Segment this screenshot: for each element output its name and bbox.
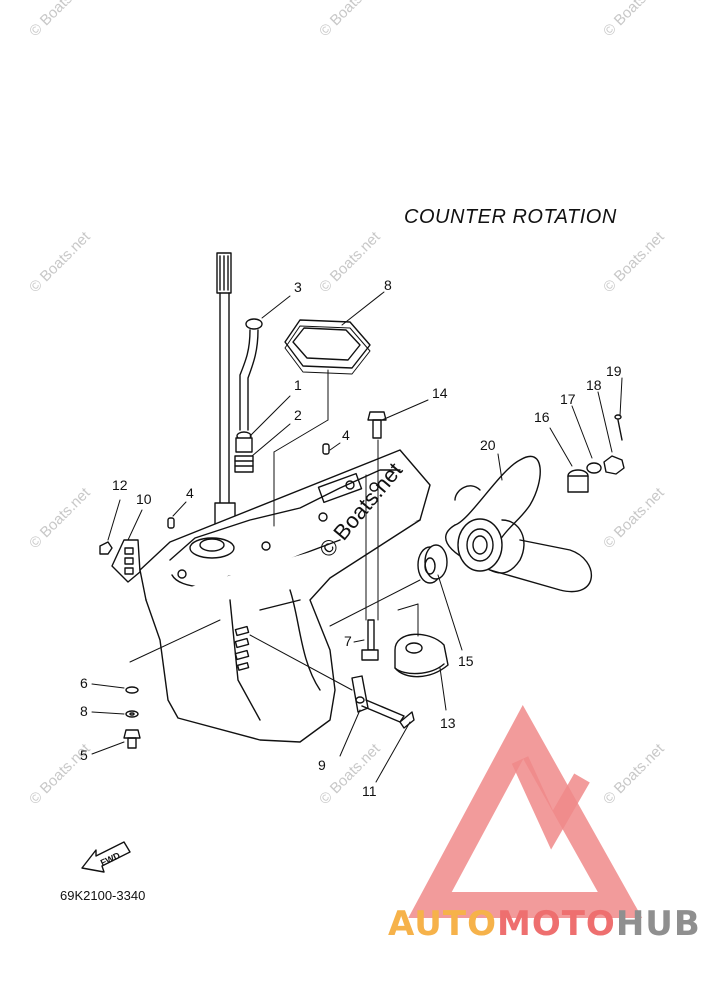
drive-shaft (214, 252, 236, 526)
callout-2: 2 (294, 407, 302, 423)
callout-16: 15 (458, 653, 474, 669)
anode-14 (394, 633, 449, 678)
callout-21: 20 (480, 437, 496, 453)
fwd-arrow-icon (81, 841, 131, 873)
water-tube (234, 318, 263, 473)
callout-14: 13 (440, 715, 456, 731)
callout-17: 16 (534, 409, 550, 425)
bolt-15 (367, 411, 387, 439)
anode-10 (351, 675, 415, 729)
part-code: 69K2100-3340 (60, 888, 146, 903)
callout-11: 10 (136, 491, 152, 507)
callout-3: 3 (294, 279, 302, 295)
housing-body (145, 519, 421, 743)
brand-part-1: AUTO (388, 904, 497, 944)
thrust-bush (417, 544, 448, 584)
brand-part-2: MOTO (496, 904, 616, 944)
callout-5: 5 (80, 747, 88, 763)
callout-18: 17 (560, 391, 576, 407)
callout-15: 14 (432, 385, 448, 401)
brand-wordmark: AUTOMOTOHUB (388, 904, 701, 944)
callout-4a: 4 (342, 427, 350, 443)
brand-part-3: HUB (615, 904, 701, 944)
diagram-title: COUNTER ROTATION (404, 206, 617, 228)
callout-20: 19 (606, 363, 622, 379)
callout-8: 7 (344, 633, 352, 649)
callout-9: 8 (384, 277, 392, 293)
gasket (284, 319, 371, 375)
callout-13: 12 (112, 477, 128, 493)
callout-7: 6 (80, 675, 88, 691)
callout-12: 11 (362, 783, 377, 799)
callout-19: 18 (586, 377, 602, 393)
propeller (445, 455, 593, 593)
anode-11 (111, 539, 141, 583)
bolt-8 (361, 619, 379, 661)
callout-6: 8 (80, 703, 88, 719)
callout-1: 1 (294, 377, 302, 393)
callout-10: 9 (318, 757, 326, 773)
prop-hardware (567, 414, 625, 493)
callout-4b: 4 (186, 485, 194, 501)
